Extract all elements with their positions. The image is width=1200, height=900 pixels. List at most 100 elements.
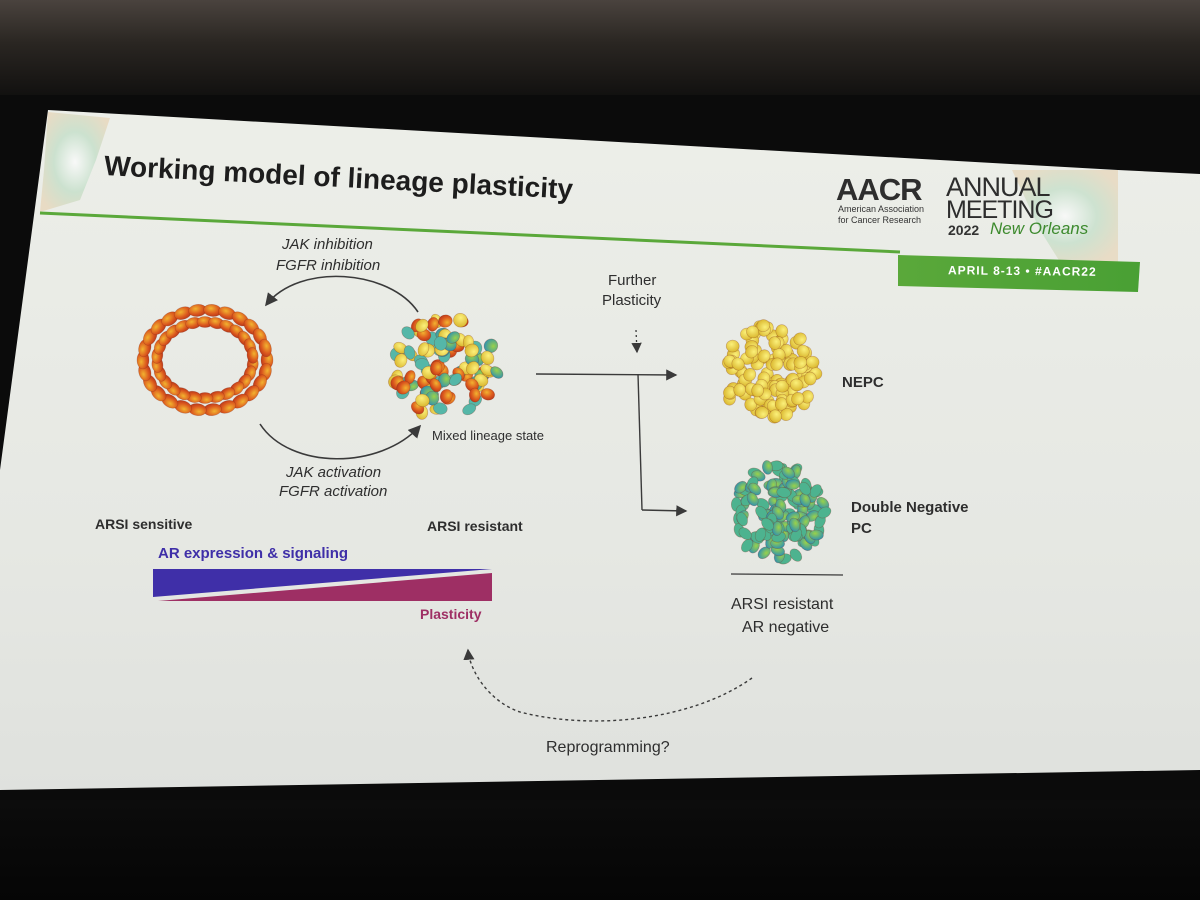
annual-label: ANNUAL [946, 172, 1051, 202]
ring-cell [246, 347, 259, 364]
header-divider [39, 211, 901, 254]
ar-expression-wedge [153, 569, 492, 597]
mixed-cell [453, 312, 468, 328]
mixed-cell [468, 387, 481, 403]
dnpc-cell [790, 528, 803, 543]
ring-cell [258, 338, 272, 358]
mixed-cell [462, 403, 477, 416]
nepc-cell [755, 406, 769, 419]
dnpc-cell [761, 517, 774, 531]
final-state-label-2: AR negative [742, 619, 830, 636]
mixed-cell [403, 345, 416, 360]
aacr-org-name: American Association for Cancer Research [838, 204, 925, 225]
nepc-cell [745, 345, 759, 359]
final-state-label-1: ARSI resistant [731, 596, 834, 613]
dnpc-cell [746, 492, 759, 507]
mixed-cell [401, 326, 415, 340]
dnpc-cell [738, 527, 752, 540]
dates-banner [898, 255, 1140, 292]
plasticity-wedge [158, 573, 492, 601]
nepc-cell [751, 383, 764, 398]
plasticity-label: Plasticity [420, 606, 482, 622]
mixed-cell [433, 336, 448, 351]
nepc-cell [744, 397, 758, 412]
dnpc-cell [789, 548, 803, 562]
dnpc-cell [762, 460, 773, 475]
nepc-cell [775, 324, 789, 338]
top-arrow-label-2: FGFR inhibition [276, 257, 381, 274]
arrow-to-nepc [535, 369, 678, 381]
mixed-cell [466, 361, 480, 375]
nepc-cell [774, 397, 788, 411]
reprogramming-label: Reprogramming? [546, 739, 670, 756]
header-crystal-left [40, 112, 110, 212]
mixed-cell [394, 353, 408, 368]
dnpc-cell [785, 479, 801, 490]
meeting-year: 2022 [948, 222, 980, 238]
further-label-2: Plasticity [602, 292, 662, 309]
room-ceiling [0, 0, 1200, 95]
nepc-label: NEPC [842, 374, 884, 391]
dnpc-cell [754, 527, 767, 542]
ring-organoid [136, 304, 274, 416]
mixed-cell [464, 343, 480, 358]
mixed-cell [438, 314, 453, 328]
nepc-cell [756, 319, 771, 332]
dnpc-cell [809, 529, 824, 541]
nepc-cell [789, 378, 804, 392]
dnpc-cell [736, 512, 748, 527]
mixed-cell [429, 360, 443, 376]
mixed-cell [490, 366, 504, 379]
nepc-cell [803, 371, 817, 386]
nepc-cell [793, 356, 808, 369]
further-plasticity-arrow [631, 329, 642, 354]
nepc-cell [746, 325, 760, 339]
dnpc-cell [809, 484, 822, 498]
meeting-city: New Orleans [990, 219, 1089, 238]
nepc-cell [768, 336, 782, 350]
ar-expression-label: AR expression & signaling [158, 545, 349, 562]
nepc-cell [769, 409, 782, 423]
nepc-cell [731, 357, 745, 371]
dnpc-cell [755, 505, 768, 520]
mixed-cell [415, 393, 430, 408]
dnpc-cell [748, 482, 762, 496]
nepc-cell [791, 392, 805, 406]
arsi-resistant-label: ARSI resistant [427, 518, 523, 534]
dates-banner-text: APRIL 8-13 • #AACR22 [947, 263, 1097, 279]
branch-vertical [637, 373, 643, 511]
room-floor [0, 800, 1200, 900]
mixed-cell [439, 389, 453, 404]
dnpc-cell [789, 517, 800, 533]
nepc-cell [723, 385, 736, 400]
nepc-organoid [721, 319, 823, 424]
top-curved-arrow [265, 275, 419, 313]
dnpc-cell [734, 480, 748, 494]
nepc-cell [775, 379, 790, 393]
further-label-1: Further [608, 272, 657, 289]
dnpc-organoid [730, 460, 832, 565]
mixed-cell [483, 338, 499, 353]
nepc-cell [743, 368, 757, 382]
dnpc-label-1: Double Negative [851, 499, 969, 516]
dnpc-cell [817, 506, 832, 519]
bottom-arrow-label-2: FGFR activation [279, 483, 388, 500]
header-crystal-right [1012, 170, 1118, 262]
top-arrow-label-1: JAK inhibition [282, 236, 373, 253]
dnpc-cell [781, 466, 795, 479]
mixed-cell [449, 373, 462, 387]
nepc-cell [805, 355, 820, 369]
nepc-cell [725, 339, 740, 353]
aacr-logo-wordmark: AACR [836, 172, 923, 207]
mixed-cell [480, 388, 495, 401]
bottom-curved-arrow [259, 423, 422, 460]
dnpc-cell [799, 493, 811, 508]
mixed-cell [480, 350, 495, 365]
mixed-cell [396, 380, 411, 395]
mixed-state-label: Mixed lineage state [432, 428, 545, 443]
nepc-cell [793, 332, 807, 346]
bottom-arrow-label-1: JAK activation [286, 464, 382, 481]
